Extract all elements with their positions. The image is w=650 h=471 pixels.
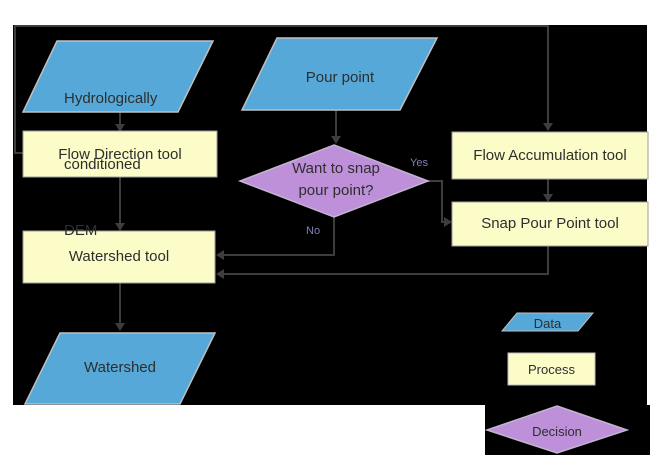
connector-arrowheads	[115, 123, 553, 331]
node-flowaccumulation-shape	[451, 131, 649, 180]
arrowhead-icon	[115, 223, 125, 231]
edge-decision-no-to-watershedtool	[223, 217, 335, 256]
edge-decision-yes-to-snap	[428, 180, 444, 223]
arrowhead-icon	[216, 269, 224, 279]
legend-data-shape	[500, 312, 595, 332]
node-decision-shape	[237, 144, 431, 218]
legend-decision-shape	[484, 405, 630, 454]
node-watershed-shape	[23, 332, 217, 405]
arrowhead-icon	[115, 124, 125, 132]
node-pourpoint-shape	[240, 37, 439, 111]
arrowhead-icon	[543, 123, 553, 131]
arrowhead-icon	[543, 194, 553, 202]
edge-flowdirection-to-flowaccumulation	[14, 25, 549, 154]
node-watershedtool-shape	[22, 230, 216, 284]
node-snappourpoint-shape	[451, 201, 649, 247]
edge-snap-to-watershedtool	[223, 246, 549, 275]
arrowhead-icon	[444, 217, 452, 227]
arrowhead-icon	[115, 323, 125, 331]
connector-lines	[14, 25, 549, 324]
node-flowdirection-shape	[22, 130, 218, 178]
arrowhead-icon	[216, 250, 224, 260]
legend-process-shape	[507, 352, 596, 386]
arrowhead-icon	[331, 136, 341, 144]
node-dem-shape	[21, 40, 215, 113]
